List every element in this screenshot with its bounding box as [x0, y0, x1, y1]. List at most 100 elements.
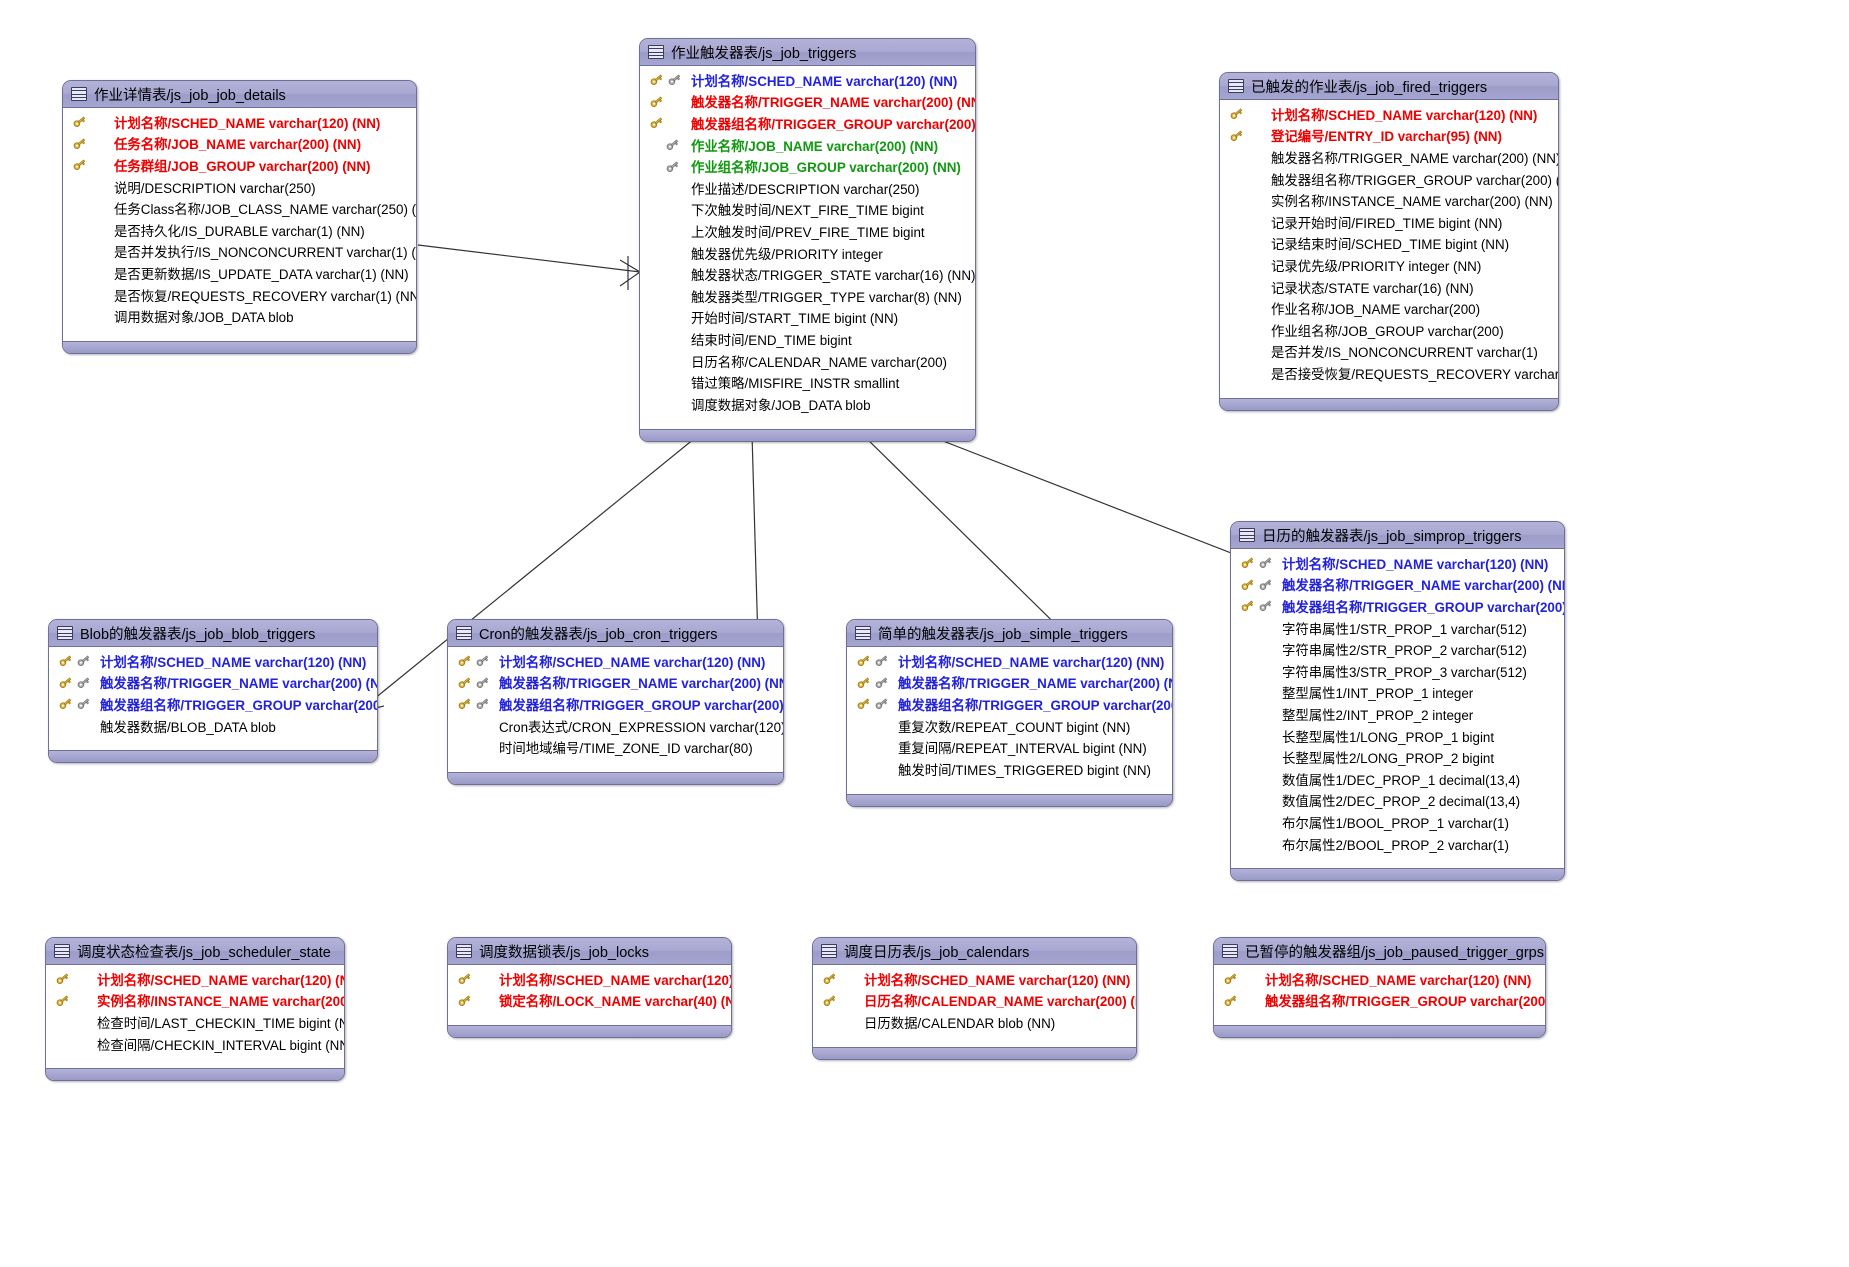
column-row[interactable]: 记录结束时间/SCHED_TIME bigint (NN)	[1220, 233, 1558, 255]
column-row[interactable]: 结束时间/END_TIME bigint	[640, 328, 975, 350]
entity-simprop_triggers[interactable]: 日历的触发器表/js_job_simprop_triggers 计划名称/SCHE…	[1230, 521, 1565, 882]
column-row[interactable]: 作业组名称/JOB_GROUP varchar(200)	[1220, 319, 1558, 341]
column-row[interactable]: 时间地域编号/TIME_ZONE_ID varchar(80)	[448, 736, 783, 758]
column-row[interactable]: 实例名称/INSTANCE_NAME varchar(200) (NN)	[46, 990, 344, 1012]
column-row[interactable]: 作业名称/JOB_NAME varchar(200)	[1220, 297, 1558, 319]
entity-scheduler_state[interactable]: 调度状态检查表/js_job_scheduler_state 计划名称/SCHED…	[45, 937, 345, 1082]
column-row[interactable]: 是否更新数据/IS_UPDATE_DATA varchar(1) (NN)	[63, 262, 416, 284]
column-row[interactable]: 计划名称/SCHED_NAME varchar(120) (NN)	[63, 111, 416, 133]
column-row[interactable]: 日历名称/CALENDAR_NAME varchar(200)	[640, 350, 975, 372]
column-row[interactable]: 记录开始时间/FIRED_TIME bigint (NN)	[1220, 211, 1558, 233]
entity-header-simple_triggers[interactable]: 简单的触发器表/js_job_simple_triggers	[847, 620, 1172, 647]
column-row[interactable]: 是否接受恢复/REQUESTS_RECOVERY varchar(1)	[1220, 362, 1558, 384]
column-row[interactable]: 调用数据对象/JOB_DATA blob	[63, 305, 416, 327]
entity-header-simprop_triggers[interactable]: 日历的触发器表/js_job_simprop_triggers	[1231, 522, 1564, 549]
column-row[interactable]: 计划名称/SCHED_NAME varchar(120) (NN)	[448, 968, 731, 990]
entity-header-blob_triggers[interactable]: Blob的触发器表/js_job_blob_triggers	[49, 620, 377, 647]
column-row[interactable]: 数值属性2/DEC_PROP_2 decimal(13,4)	[1231, 790, 1564, 812]
entity-blob_triggers[interactable]: Blob的触发器表/js_job_blob_triggers 计划名称/SCHED…	[48, 619, 378, 764]
column-row[interactable]: 计划名称/SCHED_NAME varchar(120) (NN)	[448, 650, 783, 672]
column-row[interactable]: 日历数据/CALENDAR blob (NN)	[813, 1011, 1136, 1033]
column-row[interactable]: 触发器组名称/TRIGGER_GROUP varchar(200) (NN)	[1214, 990, 1545, 1012]
column-row[interactable]: 触发器优先级/PRIORITY integer	[640, 242, 975, 264]
column-row[interactable]: 触发器名称/TRIGGER_NAME varchar(200) (NN)	[640, 91, 975, 113]
column-row[interactable]: 触发器名称/TRIGGER_NAME varchar(200) (NN)	[847, 672, 1172, 694]
column-row[interactable]: 作业描述/DESCRIPTION varchar(250)	[640, 177, 975, 199]
column-row[interactable]: 是否并发执行/IS_NONCONCURRENT varchar(1) (NN)	[63, 241, 416, 263]
column-row[interactable]: 触发器名称/TRIGGER_NAME varchar(200) (NN)	[1231, 574, 1564, 596]
column-row[interactable]: 触发器状态/TRIGGER_STATE varchar(16) (NN)	[640, 263, 975, 285]
column-row[interactable]: 作业组名称/JOB_GROUP varchar(200) (NN)	[640, 155, 975, 177]
column-row[interactable]: 计划名称/SCHED_NAME varchar(120) (NN)	[49, 650, 377, 672]
column-row[interactable]: 作业名称/JOB_NAME varchar(200) (NN)	[640, 134, 975, 156]
column-row[interactable]: 上次触发时间/PREV_FIRE_TIME bigint	[640, 220, 975, 242]
column-row[interactable]: 触发时间/TIMES_TRIGGERED bigint (NN)	[847, 758, 1172, 780]
column-row[interactable]: 触发器组名称/TRIGGER_GROUP varchar(200) (NN)	[847, 693, 1172, 715]
entity-header-job_details[interactable]: 作业详情表/js_job_job_details	[63, 81, 416, 108]
column-row[interactable]: 整型属性2/INT_PROP_2 integer	[1231, 703, 1564, 725]
column-row[interactable]: 重复间隔/REPEAT_INTERVAL bigint (NN)	[847, 736, 1172, 758]
column-row[interactable]: 计划名称/SCHED_NAME varchar(120) (NN)	[1220, 103, 1558, 125]
entity-header-cron_triggers[interactable]: Cron的触发器表/js_job_cron_triggers	[448, 620, 783, 647]
column-row[interactable]: 错过策略/MISFIRE_INSTR smallint	[640, 371, 975, 393]
column-row[interactable]: 任务名称/JOB_NAME varchar(200) (NN)	[63, 133, 416, 155]
column-row[interactable]: 长整型属性2/LONG_PROP_2 bigint	[1231, 746, 1564, 768]
column-row[interactable]: 数值属性1/DEC_PROP_1 decimal(13,4)	[1231, 768, 1564, 790]
column-row[interactable]: 记录优先级/PRIORITY integer (NN)	[1220, 254, 1558, 276]
column-row[interactable]: 日历名称/CALENDAR_NAME varchar(200) (NN)	[813, 990, 1136, 1012]
column-row[interactable]: 锁定名称/LOCK_NAME varchar(40) (NN)	[448, 990, 731, 1012]
column-row[interactable]: 是否持久化/IS_DURABLE varchar(1) (NN)	[63, 219, 416, 241]
entity-cron_triggers[interactable]: Cron的触发器表/js_job_cron_triggers 计划名称/SCHED…	[447, 619, 784, 785]
entity-header-scheduler_state[interactable]: 调度状态检查表/js_job_scheduler_state	[46, 938, 344, 965]
column-row[interactable]: 触发器组名称/TRIGGER_GROUP varchar(200) (NN)	[640, 112, 975, 134]
column-row[interactable]: 是否恢复/REQUESTS_RECOVERY varchar(1) (NN)	[63, 284, 416, 306]
entity-header-calendars[interactable]: 调度日历表/js_job_calendars	[813, 938, 1136, 965]
column-row[interactable]: 检查时间/LAST_CHECKIN_TIME bigint (NN)	[46, 1011, 344, 1033]
column-row[interactable]: 实例名称/INSTANCE_NAME varchar(200) (NN)	[1220, 189, 1558, 211]
column-row[interactable]: 布尔属性2/BOOL_PROP_2 varchar(1)	[1231, 833, 1564, 855]
column-row[interactable]: 计划名称/SCHED_NAME varchar(120) (NN)	[46, 968, 344, 990]
column-row[interactable]: 下次触发时间/NEXT_FIRE_TIME bigint	[640, 199, 975, 221]
column-row[interactable]: 字符串属性2/STR_PROP_2 varchar(512)	[1231, 638, 1564, 660]
column-row[interactable]: 计划名称/SCHED_NAME varchar(120) (NN)	[1214, 968, 1545, 990]
column-row[interactable]: 计划名称/SCHED_NAME varchar(120) (NN)	[847, 650, 1172, 672]
column-row[interactable]: 记录状态/STATE varchar(16) (NN)	[1220, 276, 1558, 298]
column-row[interactable]: 长整型属性1/LONG_PROP_1 bigint	[1231, 725, 1564, 747]
column-row[interactable]: 触发器组名称/TRIGGER_GROUP varchar(200) (NN)	[49, 693, 377, 715]
column-row[interactable]: 是否并发/IS_NONCONCURRENT varchar(1)	[1220, 341, 1558, 363]
column-row[interactable]: 触发器名称/TRIGGER_NAME varchar(200) (NN)	[49, 672, 377, 694]
column-row[interactable]: 计划名称/SCHED_NAME varchar(120) (NN)	[813, 968, 1136, 990]
column-row[interactable]: 布尔属性1/BOOL_PROP_1 varchar(1)	[1231, 811, 1564, 833]
entity-header-job_triggers[interactable]: 作业触发器表/js_job_triggers	[640, 39, 975, 66]
column-row[interactable]: 触发器类型/TRIGGER_TYPE varchar(8) (NN)	[640, 285, 975, 307]
entity-job_details[interactable]: 作业详情表/js_job_job_details 计划名称/SCHED_NAME …	[62, 80, 417, 354]
column-row[interactable]: 调度数据对象/JOB_DATA blob	[640, 393, 975, 415]
entity-calendars[interactable]: 调度日历表/js_job_calendars 计划名称/SCHED_NAME va…	[812, 937, 1137, 1060]
column-row[interactable]: 检查间隔/CHECKIN_INTERVAL bigint (NN)	[46, 1033, 344, 1055]
column-row[interactable]: 登记编号/ENTRY_ID varchar(95) (NN)	[1220, 125, 1558, 147]
column-row[interactable]: 字符串属性1/STR_PROP_1 varchar(512)	[1231, 617, 1564, 639]
column-row[interactable]: 开始时间/START_TIME bigint (NN)	[640, 307, 975, 329]
column-row[interactable]: 触发器组名称/TRIGGER_GROUP varchar(200) (NN)	[448, 693, 783, 715]
column-row[interactable]: Cron表达式/CRON_EXPRESSION varchar(120) (NN…	[448, 715, 783, 737]
column-row[interactable]: 触发器名称/TRIGGER_NAME varchar(200) (NN)	[1220, 146, 1558, 168]
column-row[interactable]: 触发器数据/BLOB_DATA blob	[49, 715, 377, 737]
column-row[interactable]: 触发器名称/TRIGGER_NAME varchar(200) (NN)	[448, 672, 783, 694]
column-row[interactable]: 说明/DESCRIPTION varchar(250)	[63, 176, 416, 198]
column-row[interactable]: 触发器组名称/TRIGGER_GROUP varchar(200) (NN)	[1231, 595, 1564, 617]
entity-job_triggers[interactable]: 作业触发器表/js_job_triggers 计划名称/SCHED_NAME va…	[639, 38, 976, 442]
entity-header-paused_trigger_grps[interactable]: 已暂停的触发器组/js_job_paused_trigger_grps	[1214, 938, 1545, 965]
entity-locks[interactable]: 调度数据锁表/js_job_locks 计划名称/SCHED_NAME varch…	[447, 937, 732, 1039]
column-row[interactable]: 任务群组/JOB_GROUP varchar(200) (NN)	[63, 154, 416, 176]
entity-paused_trigger_grps[interactable]: 已暂停的触发器组/js_job_paused_trigger_grps 计划名称/…	[1213, 937, 1546, 1039]
entity-simple_triggers[interactable]: 简单的触发器表/js_job_simple_triggers 计划名称/SCHED…	[846, 619, 1173, 807]
column-row[interactable]: 字符串属性3/STR_PROP_3 varchar(512)	[1231, 660, 1564, 682]
column-row[interactable]: 计划名称/SCHED_NAME varchar(120) (NN)	[640, 69, 975, 91]
column-row[interactable]: 任务Class名称/JOB_CLASS_NAME varchar(250) (N…	[63, 197, 416, 219]
column-row[interactable]: 触发器组名称/TRIGGER_GROUP varchar(200) (NN)	[1220, 168, 1558, 190]
column-row[interactable]: 计划名称/SCHED_NAME varchar(120) (NN)	[1231, 552, 1564, 574]
entity-header-locks[interactable]: 调度数据锁表/js_job_locks	[448, 938, 731, 965]
column-row[interactable]: 整型属性1/INT_PROP_1 integer	[1231, 682, 1564, 704]
column-row[interactable]: 重复次数/REPEAT_COUNT bigint (NN)	[847, 715, 1172, 737]
